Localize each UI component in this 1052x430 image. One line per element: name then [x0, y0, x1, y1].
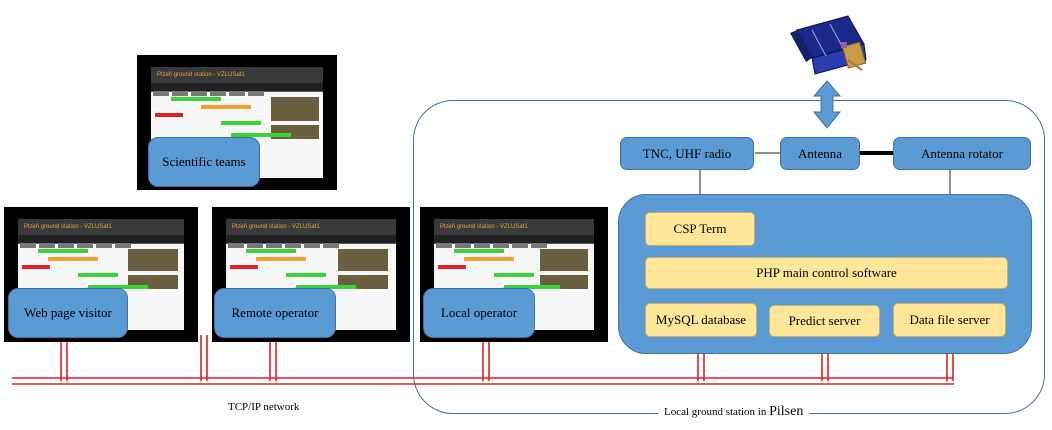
php-control-software-box: PHP main control software — [645, 257, 1008, 289]
ground-station-caption: Local ground station in Pilsen — [658, 404, 810, 420]
antenna-box: Antenna — [780, 137, 860, 170]
predict-server-box: Predict server — [769, 305, 880, 337]
screen-local-title: Plzeň ground station - VZLUSat1 — [434, 219, 594, 235]
label-scientific-teams: Scientific teams — [148, 137, 260, 187]
screen-scientific-tabs — [151, 83, 323, 96]
network-label: TCP/IP network — [228, 401, 300, 413]
label-local-operator: Local operator — [423, 288, 535, 338]
ground-station-caption-prefix: Local ground station in — [664, 406, 767, 418]
uplink-arrow — [812, 80, 842, 129]
screen-web-tabs — [18, 235, 184, 248]
screen-scientific-title: Plzeň ground station - VZLUSat1 — [151, 67, 323, 83]
screen-local-tabs — [434, 235, 594, 248]
screen-remote-tabs — [226, 235, 396, 248]
tnc-uhf-radio-box: TNC, UHF radio — [620, 137, 754, 170]
data-file-server-box: Data file server — [893, 303, 1006, 337]
label-remote-operator: Remote operator — [214, 288, 336, 338]
csp-term-box: CSP Term — [645, 212, 755, 246]
antenna-rotator-box: Antenna rotator — [893, 137, 1031, 170]
ground-station-caption-place: Pilsen — [769, 404, 804, 419]
screen-remote-title: Plzeň ground station - VZLUSat1 — [226, 219, 396, 235]
mysql-database-box: MySQL database — [645, 303, 757, 337]
label-web-page-visitor: Web page visitor — [8, 288, 128, 338]
screen-web-title: Plzeň ground station - VZLUSat1 — [18, 219, 184, 235]
satellite-icon — [790, 15, 867, 75]
